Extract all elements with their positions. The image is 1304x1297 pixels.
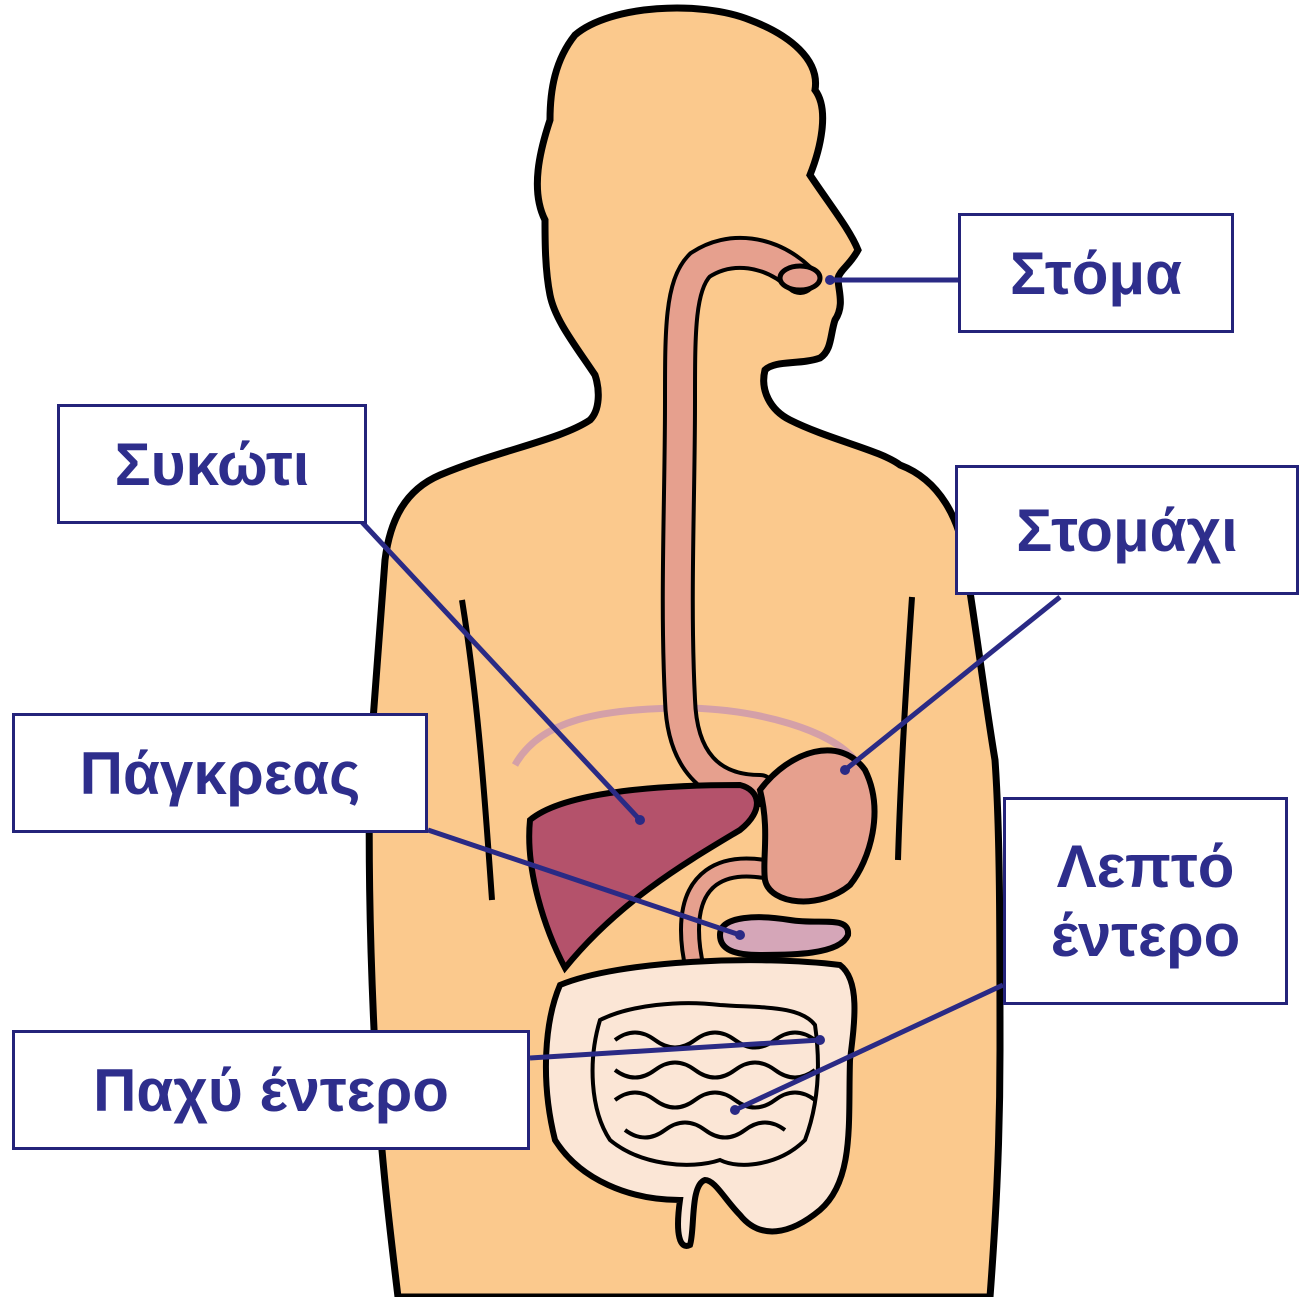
small-intestine-organ [593,1003,818,1165]
endpoint-liver [635,815,645,825]
label-mouth-text: Στόμα [1010,239,1182,308]
label-small-intestine-line2: έντερο [1051,901,1240,970]
label-stomach-text: Στομάχι [1016,496,1238,565]
label-large-intestine-text: Παχύ έντερο [93,1056,449,1125]
label-small-intestine-line1: Λεπτό [1057,832,1235,901]
endpoint-stomach [840,765,850,775]
label-mouth: Στόμα [958,213,1234,333]
label-small-intestine: Λεπτό έντερο [1003,797,1288,1005]
label-large-intestine: Παχύ έντερο [12,1030,530,1150]
endpoint-pancreas [735,930,745,940]
label-pancreas: Πάγκρεας [12,713,428,833]
endpoint-mouth [825,275,835,285]
label-stomach: Στομάχι [955,465,1299,595]
label-liver: Συκώτι [57,404,367,524]
stomach-organ [760,750,874,901]
label-liver-text: Συκώτι [115,430,310,499]
endpoint-small-intestine [730,1105,740,1115]
endpoint-large-intestine [815,1035,825,1045]
mouth-cavity [780,266,820,290]
label-pancreas-text: Πάγκρεας [80,739,361,808]
